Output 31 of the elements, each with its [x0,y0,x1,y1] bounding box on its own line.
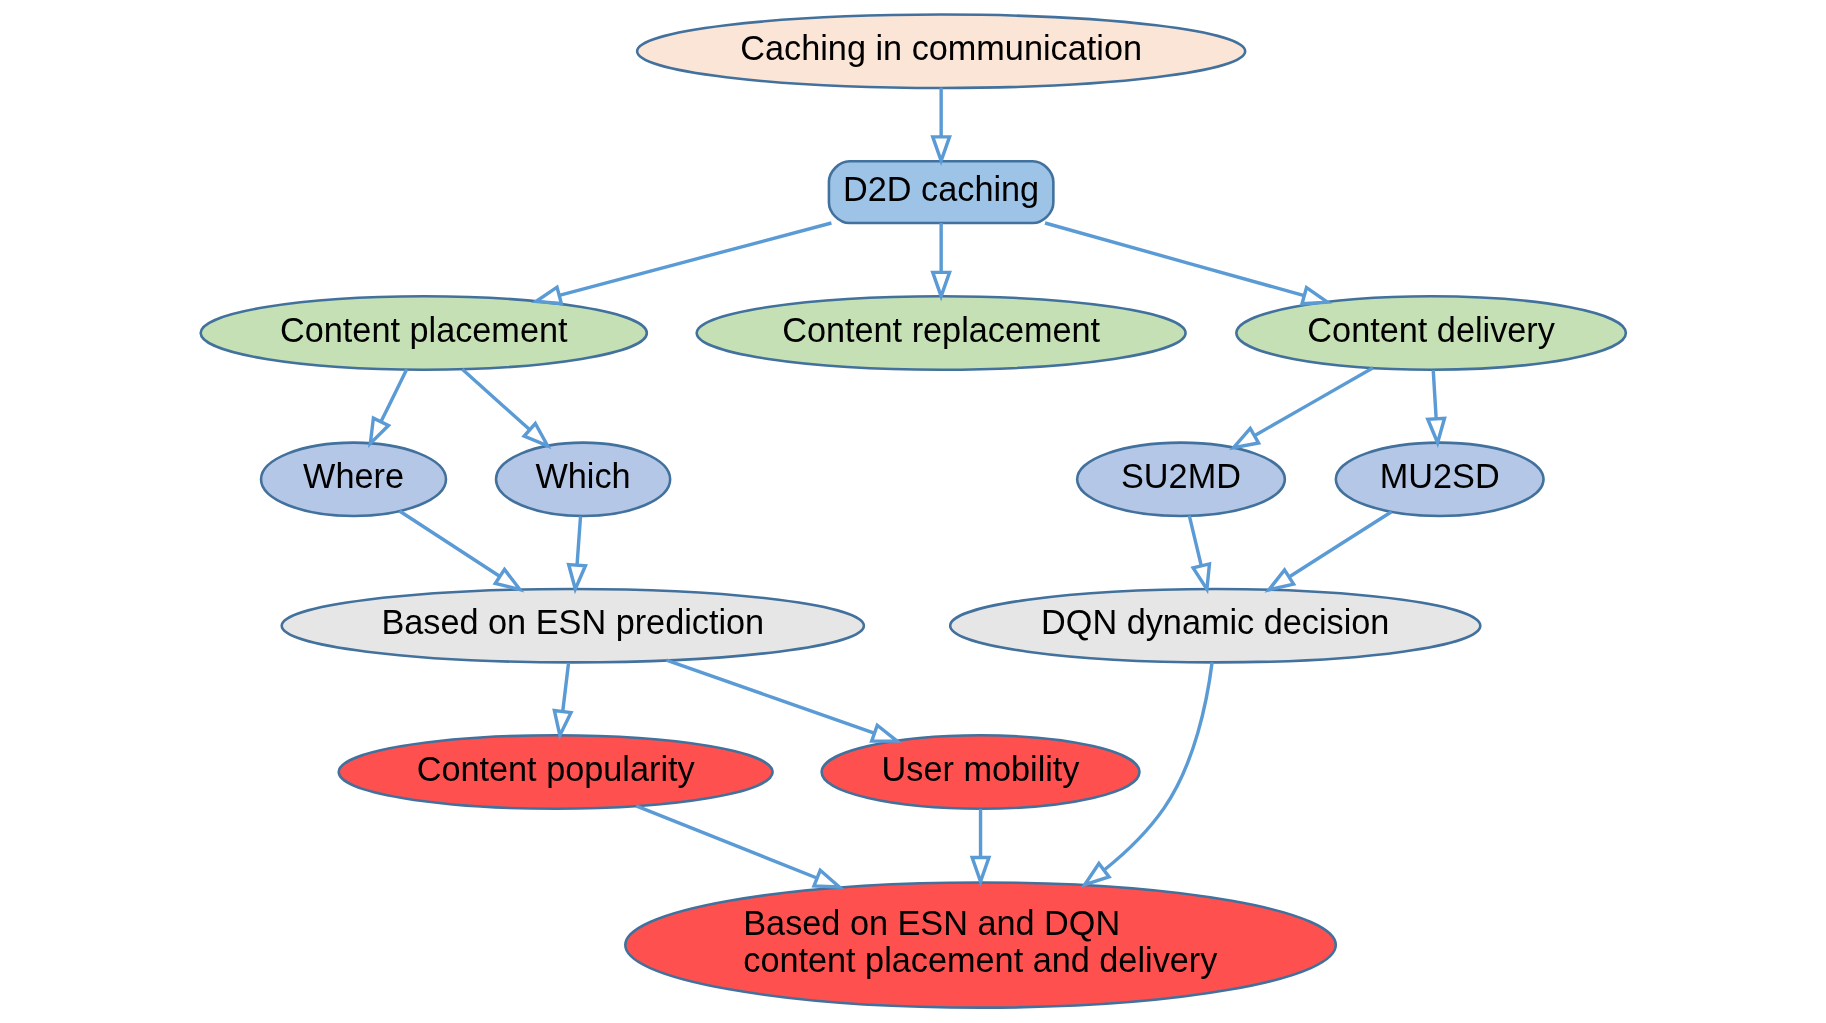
node-ellipse: Where [259,441,447,518]
arrow [929,223,952,302]
arrow [1044,221,1332,306]
node-ellipse: Based on ESN prediction [279,587,865,664]
node-ellipse: Which [494,441,671,518]
arrow [565,516,588,595]
arrow [1263,510,1392,593]
arrow [551,662,574,741]
node-box: D2D caching [827,160,1055,225]
node-ellipse: MU2SD [1334,441,1545,518]
arrow [1080,662,1214,888]
node-ellipse: User mobility [819,734,1141,811]
arrow [665,658,902,743]
arrow [1187,515,1211,595]
arrow [367,368,408,449]
arrow [1228,366,1374,451]
arrow [969,808,991,887]
arrow [460,368,551,450]
arrow [398,509,524,593]
arrow [1424,369,1447,448]
arrow [634,804,844,889]
node-ellipse: Based on ESN and DQN content placement and delivery [623,881,1337,1009]
node-ellipse: Caching in communication [635,13,1246,90]
node-ellipse: DQN dynamic decision [948,587,1482,664]
node-ellipse: Content popularity [336,734,774,811]
node-ellipse: Content delivery [1234,295,1627,371]
node-ellipse: Content replacement [694,295,1187,371]
node-ellipse: Content placement [198,295,648,371]
node-ellipse: SU2MD [1075,441,1286,518]
arrow [929,87,952,167]
arrow [530,221,832,306]
